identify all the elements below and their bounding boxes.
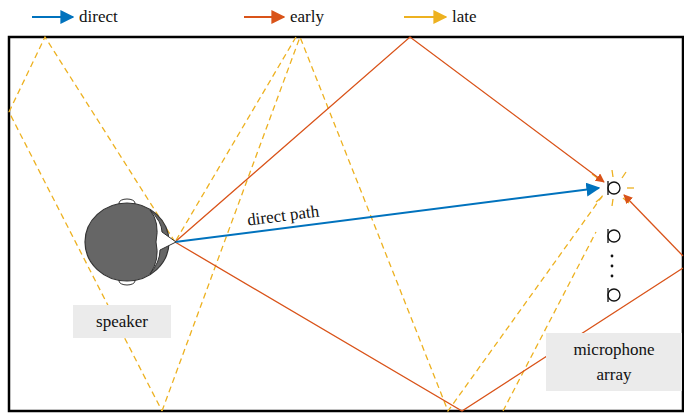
- microphone-symbols: [608, 181, 620, 302]
- speaker-head: [85, 199, 176, 285]
- legend-text: direct: [79, 7, 118, 27]
- label-box: speaker: [73, 305, 171, 338]
- room-wall: [9, 37, 683, 411]
- legend-arrow: [404, 16, 446, 18]
- legend-text: early: [290, 7, 324, 27]
- legend-arrow: [32, 16, 73, 18]
- legend-arrow: [244, 16, 284, 18]
- legend-text: late: [452, 7, 477, 27]
- direct-arrow: [175, 188, 599, 242]
- early-reflections: [175, 37, 683, 411]
- label-box: microphone array: [546, 333, 682, 391]
- box-label: microphone array: [556, 337, 672, 387]
- ellipsis-dots: [611, 255, 614, 278]
- late-reflections: [9, 37, 603, 411]
- path-label: direct path: [246, 201, 320, 230]
- box-label: speaker: [83, 309, 161, 334]
